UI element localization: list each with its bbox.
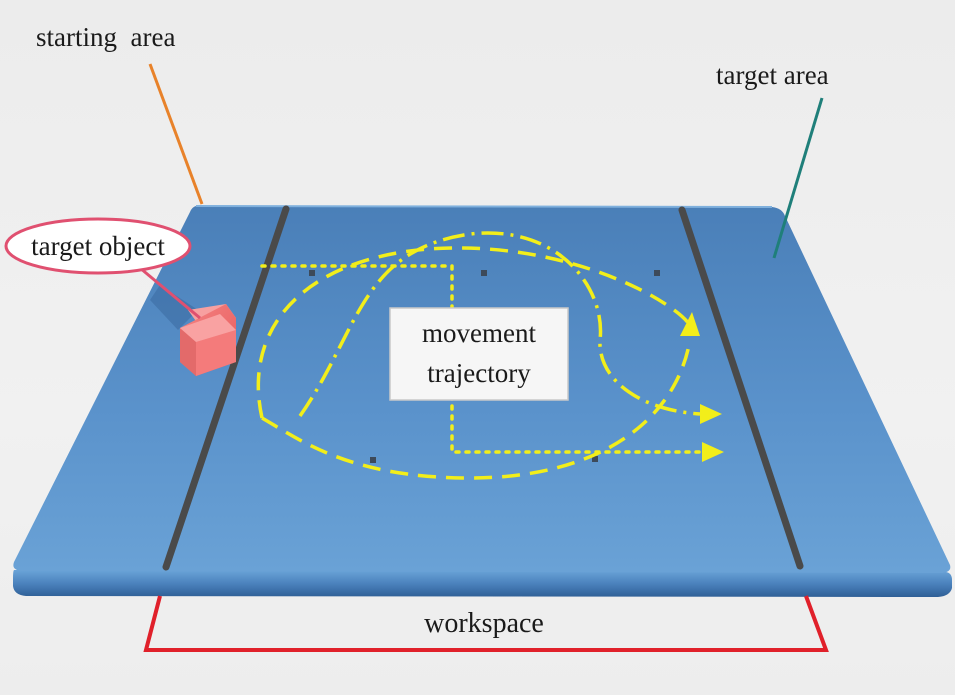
starting-area-leader bbox=[148, 63, 204, 205]
trajectory-dashed bbox=[256, 246, 693, 419]
trajectory-dash-dot-arrowhead bbox=[700, 404, 722, 424]
trajectory-dashed-lower bbox=[261, 339, 692, 480]
starting-lane-stripe bbox=[162, 205, 290, 571]
target-object-callout-ellipse bbox=[4, 217, 192, 275]
marker bbox=[370, 457, 376, 463]
target-object-shadow bbox=[150, 285, 198, 330]
target-area-leader bbox=[772, 97, 824, 259]
trajectory-dash-dot bbox=[298, 231, 701, 418]
workspace-label: workspace bbox=[424, 608, 544, 639]
table-front-edge bbox=[13, 570, 952, 597]
workspace-bracket bbox=[143, 595, 829, 652]
movement-trajectory-label-line2: trajectory bbox=[427, 358, 531, 388]
table-rim-highlight bbox=[195, 205, 773, 208]
target-object-label: target object bbox=[31, 231, 165, 261]
marker bbox=[481, 270, 487, 276]
trajectory-dashed-arrowhead bbox=[680, 312, 700, 336]
marker bbox=[592, 456, 598, 462]
trajectory-dotted-arrowhead bbox=[702, 442, 724, 462]
marker bbox=[309, 270, 315, 276]
target-object-cube bbox=[180, 304, 236, 376]
target-area-label: target area bbox=[716, 60, 829, 90]
marker bbox=[654, 270, 660, 276]
target-lane-stripe bbox=[678, 206, 804, 570]
starting-area-label: starting area bbox=[36, 22, 175, 52]
movement-trajectory-label-line1: movement bbox=[422, 318, 536, 348]
movement-trajectory-label-box bbox=[389, 307, 569, 401]
